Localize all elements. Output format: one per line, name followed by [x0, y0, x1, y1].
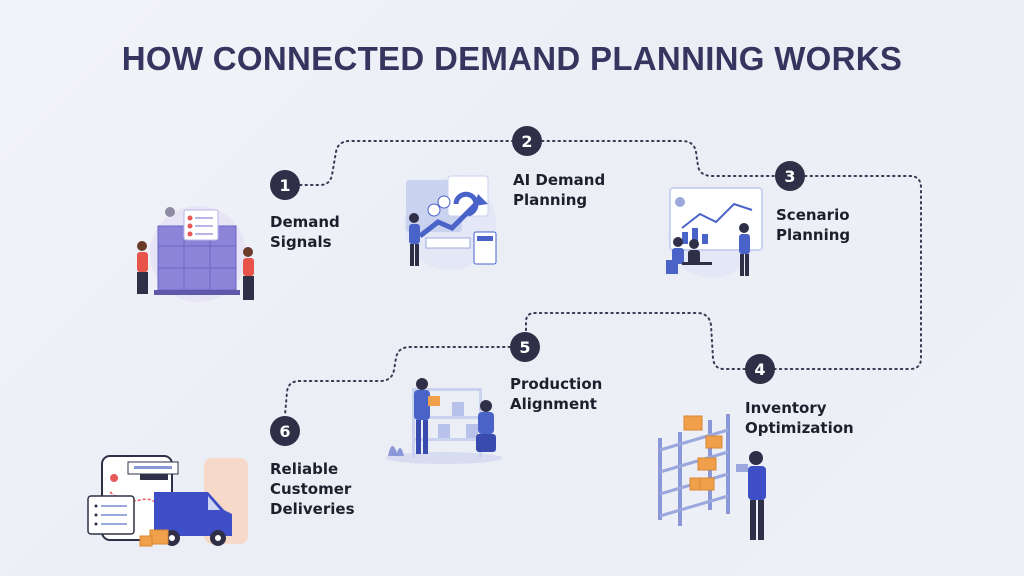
- step-label-3-line1: Scenario: [776, 206, 850, 224]
- step-label-5-line2: Alignment: [510, 395, 597, 413]
- step-label-2-line1: AI Demand: [513, 171, 606, 189]
- step-label-2-line2: Planning: [513, 191, 588, 209]
- step-label-1-line1: Demand: [270, 213, 340, 231]
- step-label-3: Scenario Planning: [776, 205, 850, 245]
- step-badge-3: 3: [775, 161, 805, 191]
- connector-5-6: [284, 346, 511, 416]
- step-label-4: Inventory Optimization: [745, 398, 854, 438]
- step-label-2: AI Demand Planning: [513, 170, 605, 210]
- ai-analytics-illustration: [404, 175, 497, 270]
- page-title: HOW CONNECTED DEMAND PLANNING WORKS: [121, 40, 903, 77]
- production-workers-illustration: [386, 378, 502, 464]
- step-label-4-line2: Optimization: [745, 419, 854, 437]
- step-label-6: Reliable Customer Deliveries: [270, 459, 355, 519]
- step-badge-2: 2: [512, 126, 542, 156]
- step-label-6-line1: Reliable: [270, 460, 339, 478]
- step-badge-1: 1: [270, 170, 300, 200]
- inventory-shelves-illustration: [658, 414, 766, 540]
- step-label-5-line1: Production: [510, 375, 603, 393]
- connector-4-5: [525, 312, 746, 370]
- step-label-6-line2: Customer: [270, 480, 352, 498]
- scenario-meeting-illustration: [666, 187, 763, 278]
- step-label-5: Production Alignment: [510, 374, 602, 414]
- connector-3-4: [774, 175, 922, 370]
- step-label-1: Demand Signals: [270, 212, 340, 252]
- delivery-van-illustration: [87, 455, 248, 547]
- connector-1-2: [299, 140, 513, 186]
- step-badge-4: 4: [745, 354, 775, 384]
- step-label-4-line1: Inventory: [745, 399, 827, 417]
- step-badge-6: 6: [270, 416, 300, 446]
- step-label-6-line3: Deliveries: [270, 500, 355, 518]
- step-badge-5: 5: [510, 332, 540, 362]
- warehouse-team-illustration: [137, 206, 254, 302]
- step-label-3-line2: Planning: [776, 226, 851, 244]
- step-label-1-line2: Signals: [270, 233, 332, 251]
- connector-2-3: [541, 140, 776, 177]
